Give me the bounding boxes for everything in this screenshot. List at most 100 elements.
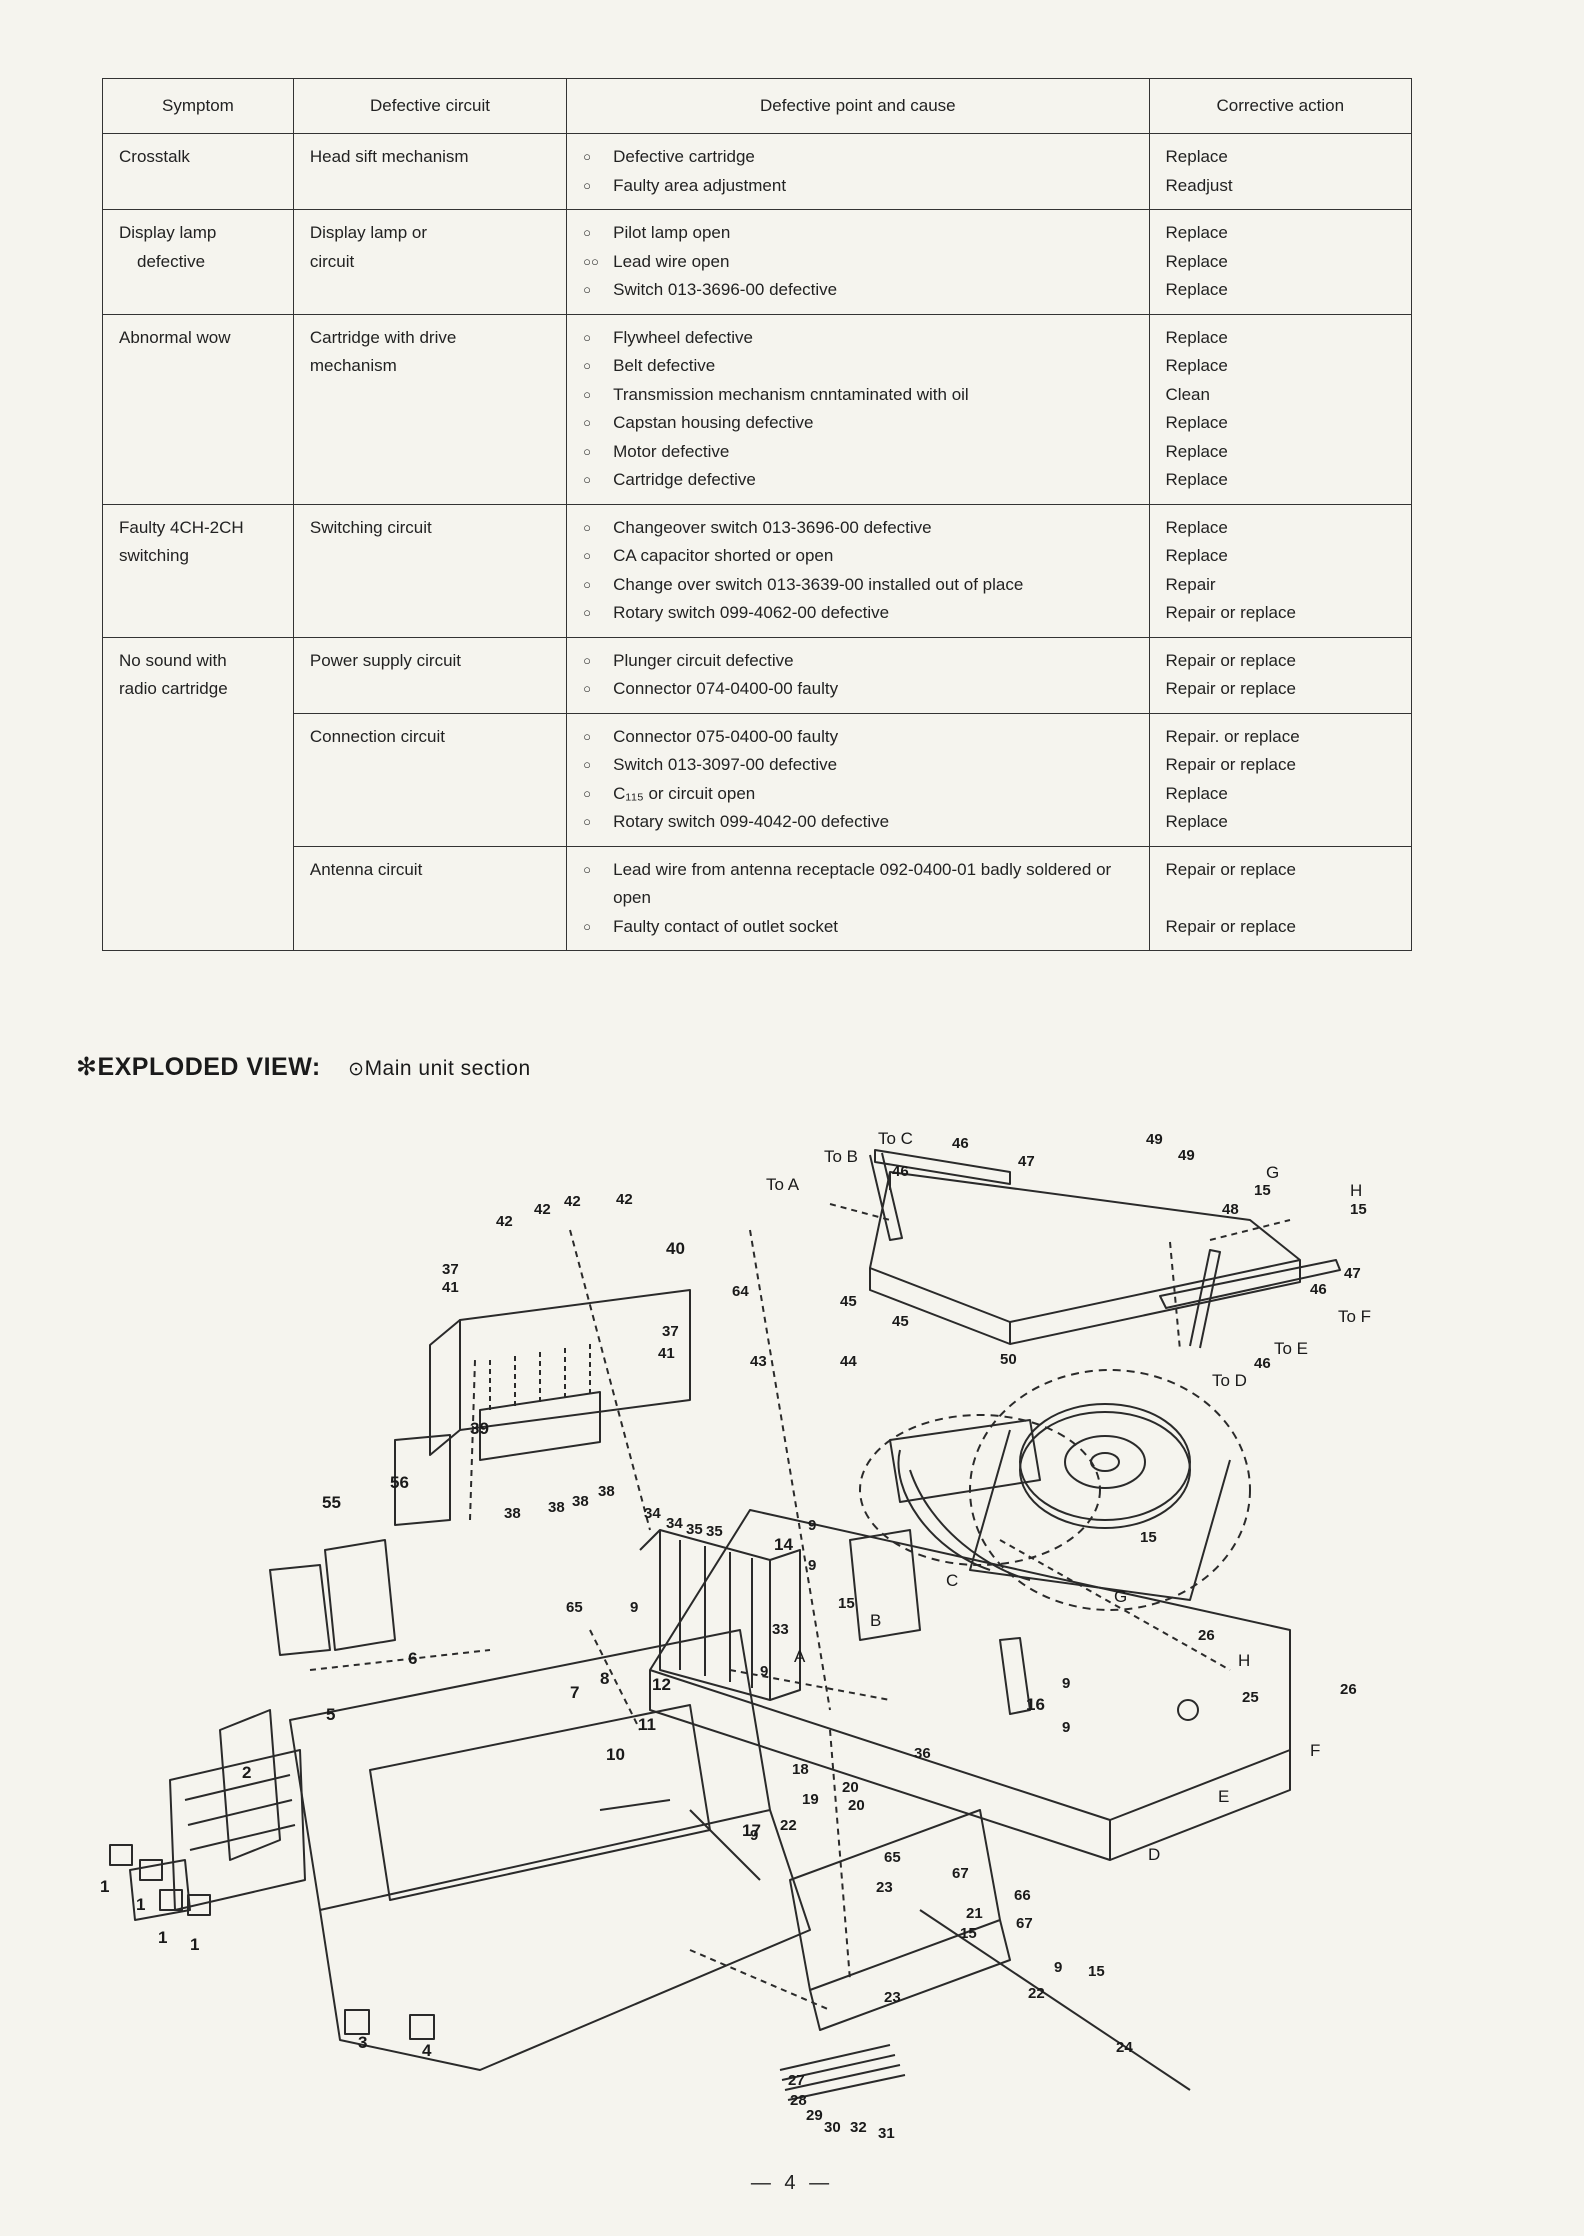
table-row: Antenna circuit ○Lead wire from antenna …	[103, 845, 1413, 951]
cause-item: ○Pilot lamp open	[583, 219, 1134, 248]
callout-label: 64	[732, 1283, 749, 1300]
connector-label: E	[1218, 1787, 1229, 1806]
cause-cell: ○Flywheel defective ○Belt defective ○Tra…	[566, 313, 1150, 505]
callout-label: 9	[808, 1517, 816, 1534]
action-text: Repair or replace	[1165, 916, 1296, 936]
cause-item: ○Plunger circuit defective	[583, 647, 1134, 676]
bullet-circle-icon: ○○	[583, 253, 599, 269]
callout-label: 38	[504, 1505, 521, 1522]
cause-item: ○Faulty area adjustment	[583, 172, 1134, 201]
table-row: No sound with radio cartridge Power supp…	[102, 636, 1413, 951]
header-defective-circuit: Defective circuit	[292, 78, 568, 134]
callout-label: 49	[1178, 1147, 1195, 1164]
action-cell: Repair. or replace Repair or replace Rep…	[1148, 712, 1413, 847]
callout-label: 4	[422, 2041, 432, 2060]
callout-label: 18	[792, 1761, 809, 1778]
action-text: Replace	[1165, 356, 1228, 375]
table-header-row: Symptom Defective circuit Defective poin…	[102, 78, 1413, 134]
exploded-view-heading: ✻EXPLODED VIEW: ⊙Main unit section	[76, 1052, 531, 1082]
symptom-text: Display lamp	[119, 223, 217, 242]
callout-label: 3	[358, 2033, 367, 2052]
cause-item: ○Lead wire from antenna receptacle 092-0…	[583, 856, 1134, 913]
bullet-circle-icon: ○	[583, 177, 591, 193]
circuit-text: Display lamp or	[309, 223, 428, 242]
table-row: Crosstalk Head sift mechanism ○Defective…	[102, 133, 1413, 210]
callout-label: 38	[598, 1483, 615, 1500]
bullet-circle-icon: ○	[583, 728, 591, 744]
callout-label: 20	[842, 1779, 859, 1796]
callout-label: 15	[1350, 1201, 1367, 1218]
action-cell: Repair or replace Repair or replace	[1148, 845, 1413, 951]
bullet-circle-icon: ○	[583, 757, 591, 772]
circuit-text: mechanism	[309, 356, 397, 375]
cause-item: ○Connector 074-0400-00 faulty	[583, 675, 1134, 704]
callout-label: 17	[742, 1821, 761, 1840]
cause-item: ○Changeover switch 013-3696-00 defective	[583, 514, 1134, 543]
connector-label: To F	[1338, 1307, 1371, 1326]
cause-cell: ○Lead wire from antenna receptacle 092-0…	[566, 845, 1150, 951]
action-text: Replace	[1165, 223, 1228, 242]
action-text: Repair or replace	[1165, 679, 1296, 698]
action-cell: Repair or replace Repair or replace	[1148, 636, 1413, 714]
section-subtitle: Main unit section	[364, 1057, 531, 1080]
page-number: — 4 —	[750, 2172, 834, 2194]
table-row: Faulty 4CH-2CH switching Switching circu…	[102, 503, 1413, 638]
cause-item: ○Cartridge defective	[583, 466, 1134, 495]
callout-label: 47	[1344, 1265, 1361, 1282]
callout-label: 26	[1340, 1681, 1357, 1698]
circuit-cell: Switching circuit	[292, 503, 568, 638]
callout-label: 56	[390, 1473, 409, 1492]
action-text: Replace	[1165, 251, 1228, 271]
circuit-text: Switching circuit	[309, 517, 432, 537]
callout-label: 2	[242, 1763, 251, 1782]
bullet-circle-icon: ○	[583, 652, 591, 668]
connector-label: B	[870, 1611, 881, 1630]
action-text	[1166, 884, 1397, 913]
bullet-circle-icon: ○	[583, 472, 591, 487]
bullet-circle-icon: ○	[583, 358, 591, 373]
connector-label: F	[1310, 1741, 1320, 1760]
callout-label: 67	[1016, 1915, 1033, 1932]
callout-label: 6	[408, 1649, 417, 1668]
symptom-cell: No sound with radio cartridge	[102, 636, 294, 951]
callout-label: 35	[706, 1523, 723, 1540]
callout-label: 9	[750, 1827, 758, 1844]
callout-label: 26	[1198, 1627, 1215, 1644]
connector-label: G	[1114, 1587, 1127, 1606]
callout-label: 24	[1116, 2039, 1133, 2056]
action-text: Repair or replace	[1165, 650, 1296, 670]
bullet-circle-icon: ○	[583, 918, 591, 934]
circuit-text: Cartridge with drive	[309, 327, 457, 347]
callout-label: 16	[1026, 1695, 1045, 1714]
callout-label: 67	[952, 1865, 969, 1882]
bullet-circle-icon: ○	[583, 225, 591, 240]
callout-label: 22	[780, 1817, 797, 1834]
troubleshooting-table: Symptom Defective circuit Defective poin…	[102, 78, 1413, 951]
callout-label: 65	[884, 1849, 901, 1866]
callout-label: 28	[790, 2092, 807, 2109]
callout-label: 66	[1014, 1887, 1031, 1904]
callout-label: 43	[750, 1353, 767, 1370]
cause-item: ○Defective cartridge	[583, 143, 1134, 172]
symptom-cell: Display lamp defective	[102, 209, 294, 315]
callout-label: 36	[914, 1745, 931, 1762]
action-text: Replace	[1165, 546, 1228, 565]
section-subtitle-wrap: ⊙Main unit section	[348, 1057, 531, 1080]
callout-label: 45	[892, 1313, 909, 1330]
cause-item: ○Faulty contact of outlet socket	[583, 913, 1134, 942]
connector-label: D	[1148, 1845, 1160, 1864]
cause-item: ○Change over switch 013-3639-00 installe…	[583, 571, 1134, 600]
action-text: Replace	[1165, 812, 1228, 831]
action-text: Replace	[1165, 413, 1228, 432]
callout-label: 22	[1028, 1985, 1045, 2002]
callout-label: 15	[1088, 1963, 1105, 1980]
bullet-circle-icon: ○	[583, 519, 591, 535]
action-cell: Replace Replace Clean Replace Replace Re…	[1148, 313, 1413, 505]
callout-label: 33	[772, 1621, 789, 1638]
callout-label: 46	[1254, 1355, 1271, 1372]
circuit-text: Connection circuit	[309, 726, 445, 746]
action-text: Replace	[1165, 783, 1228, 803]
cause-item: ○Motor defective	[583, 438, 1134, 467]
cause-cell: ○Changeover switch 013-3696-00 defective…	[566, 503, 1150, 638]
circuit-cell: Head sift mechanism	[292, 133, 568, 210]
